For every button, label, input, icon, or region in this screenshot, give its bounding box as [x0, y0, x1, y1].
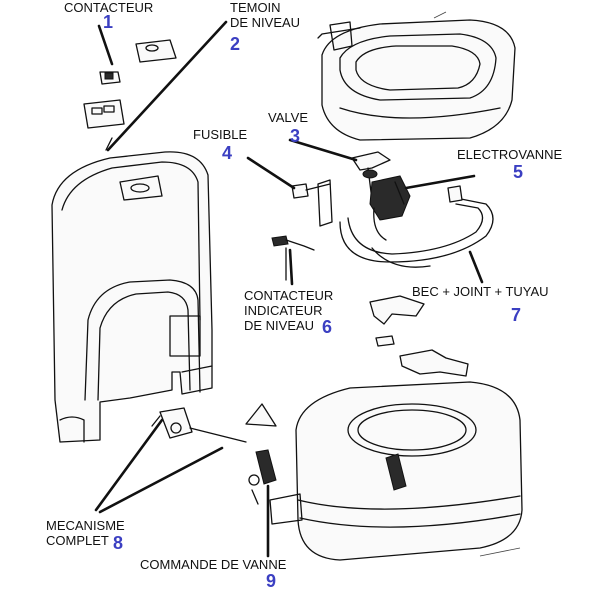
bracket-parts	[369, 295, 469, 377]
number-9: 9	[266, 571, 277, 591]
number-3: 3	[290, 126, 301, 146]
label-electrovanne: ELECTROVANNE	[457, 147, 563, 162]
label-temoin-de-niveau: TEMOIN DE NIVEAU	[230, 0, 301, 30]
pointer-8b	[98, 446, 224, 514]
commande-vanne-part	[245, 403, 277, 505]
label-contacteur-indicateur-de-niveau: CONTACTEUR INDICATEUR DE NIVEAU	[244, 288, 334, 333]
number-6: 6	[322, 317, 333, 337]
label-bec-joint-tuyau: BEC + JOINT + TUYAU	[412, 284, 549, 299]
pointer-2	[106, 20, 228, 152]
mecanisme-part	[151, 407, 247, 443]
label-valve: VALVE	[268, 110, 308, 125]
backrest-shell	[51, 151, 213, 443]
toilet-tank-bottom	[269, 381, 523, 561]
pointer-3	[288, 138, 358, 162]
pointer-8a	[94, 418, 164, 512]
pointer-4	[246, 156, 296, 190]
number-5: 5	[513, 162, 524, 182]
label-contacteur: CONTACTEUR	[64, 0, 154, 15]
pointer-5	[404, 174, 476, 190]
number-8: 8	[113, 533, 124, 553]
fusible-part	[291, 179, 333, 227]
contacteur-indicateur-part	[271, 235, 315, 281]
valve-part	[351, 151, 391, 201]
pointer-6	[288, 248, 294, 286]
contacteur-switch-parts	[83, 39, 177, 151]
number-2: 2	[230, 34, 241, 54]
bec-joint-tuyau-part	[339, 185, 494, 268]
label-mecanisme-complet: MECANISME COMPLET	[46, 518, 125, 548]
number-4: 4	[222, 143, 233, 163]
label-fusible: FUSIBLE	[193, 127, 248, 142]
pointer-1	[97, 24, 114, 66]
toilet-seat-top	[317, 11, 516, 141]
electrovanne-part	[369, 175, 411, 241]
number-1: 1	[103, 12, 114, 32]
number-7: 7	[511, 305, 522, 325]
pointer-7	[468, 250, 484, 284]
label-commande-de-vanne: COMMANDE DE VANNE	[140, 557, 287, 572]
